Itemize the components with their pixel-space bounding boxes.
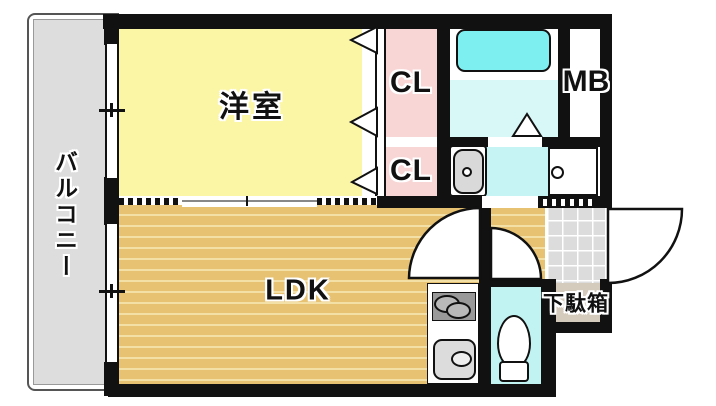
ldk-label: LDK: [265, 274, 331, 307]
meter-box-area: [570, 29, 600, 137]
entrance-door-swing: [606, 207, 684, 285]
closet-folding-door: [375, 29, 386, 196]
balcony-label: バルコニー: [51, 150, 78, 280]
closet-bottom-floor: [386, 147, 437, 196]
washroom-door-opening: [482, 196, 538, 208]
wall-closet-bath: [437, 14, 450, 207]
closet-bottom-label: CL: [390, 154, 432, 187]
balcony-floor: [33, 19, 109, 385]
washing-machine-drain-icon: [551, 166, 564, 179]
wall-meter-box: [558, 14, 570, 137]
washbasin-drain-icon: [462, 167, 472, 177]
wall-shoe-cabinet-right: [600, 279, 612, 333]
wall-bottom: [108, 384, 556, 397]
wall-kitchen-toilet: [479, 207, 491, 387]
entrance-tile-floor: [547, 205, 605, 283]
closet-top-label: CL: [390, 66, 432, 99]
toilet-icon: [497, 315, 531, 367]
wall-right: [600, 14, 612, 207]
bathroom-door-opening: [488, 137, 542, 147]
western-room-label: 洋室: [219, 91, 285, 124]
sliding-door-panel: [182, 200, 317, 202]
shoe-cabinet-label: 下駄箱: [543, 292, 609, 316]
laundry-threshold-dashed: [538, 199, 592, 206]
closet-top-floor: [386, 29, 437, 137]
toilet-tank-icon: [499, 361, 529, 382]
window-tick: [110, 103, 113, 117]
shoe-cabinet-area: [548, 283, 600, 322]
wall-toilet-top: [491, 279, 556, 287]
western-room-floor: [119, 29, 362, 196]
sliding-door-tick: [246, 196, 248, 206]
wall-toilet-right: [541, 279, 556, 397]
wall-shoe-cabinet-bottom: [541, 322, 612, 333]
partition-dashed-right: [317, 198, 377, 205]
kitchen-sink-drain-icon: [451, 351, 472, 367]
partition-dashed-left: [119, 198, 182, 205]
wall-top: [103, 14, 612, 29]
window-tick: [110, 284, 113, 298]
meter-box-label: MB: [562, 65, 610, 98]
wall-left-middle: [104, 177, 119, 225]
wall-left-upper: [104, 14, 119, 45]
bathroom-floor: [450, 80, 558, 137]
bathtub-icon: [456, 29, 551, 72]
stove-burner-icon: [446, 302, 471, 319]
closet-door-approach: [362, 29, 375, 196]
